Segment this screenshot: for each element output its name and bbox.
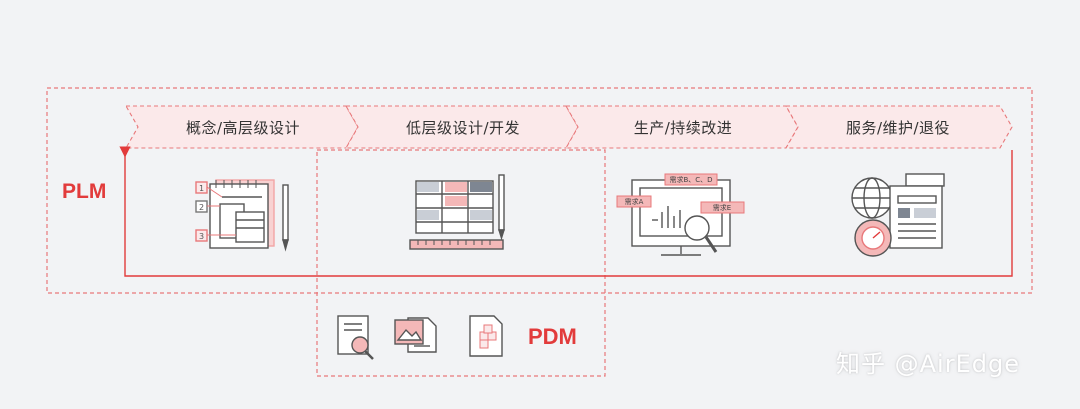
demand-tag-a: 需求A (625, 197, 644, 206)
stage-label-service: 服务/维护/退役 (845, 119, 951, 137)
demand-tag-bcd: 需求B、C、D (669, 175, 712, 184)
lifecycle-loop-line (119, 146, 1013, 277)
pdm-label: PDM (528, 324, 577, 349)
step-number-2: 2 (199, 203, 204, 212)
demand-tag-e: 需求E (713, 203, 731, 212)
cube-document-icon (469, 315, 503, 357)
design-grid-icon (409, 174, 505, 250)
stage-label-development: 低层级设计/开发 (405, 119, 521, 137)
plm-frame (46, 87, 1033, 294)
chevron-stage-4 (785, 105, 1013, 149)
monitor-analytics-icon (616, 173, 745, 256)
service-maintenance-icon (851, 173, 945, 257)
image-document-icon (394, 317, 437, 353)
concept-document-icon (195, 179, 289, 252)
step-number-3: 3 (199, 232, 204, 241)
plm-label: PLM (62, 180, 107, 203)
stage-label-concept: 概念/高层级设计 (185, 119, 301, 137)
stage-label-production: 生产/持续改进 (633, 119, 733, 137)
document-search-icon (337, 315, 374, 360)
step-number-1: 1 (199, 184, 204, 193)
watermark: 知乎 @AirEdge (836, 350, 1020, 378)
stage-chevrons (125, 105, 1013, 149)
pdm-frame (316, 149, 606, 377)
